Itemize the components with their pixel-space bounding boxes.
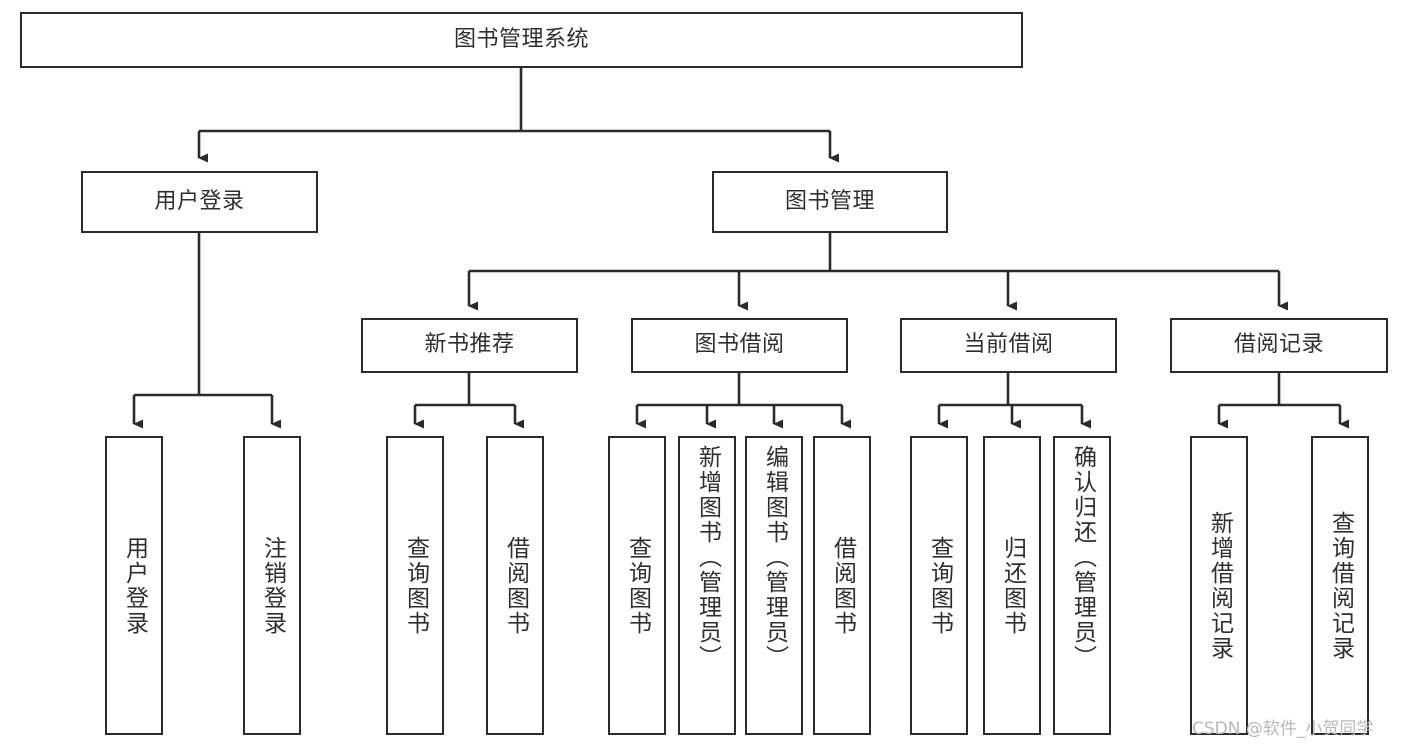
csdn-watermark: CSDN @软件_小贺同学 — [1192, 719, 1374, 739]
node-cur-return-book[interactable]: 归还图书 — [983, 436, 1041, 735]
node-borrow-query-book[interactable]: 查询图书 — [608, 436, 666, 735]
node-book-manage-label: 图书管理 — [784, 188, 875, 214]
node-borrow-query-book-label: 查询图书 — [624, 535, 651, 636]
node-rec-add-record-label: 新增借阅记录 — [1206, 510, 1233, 661]
node-user-logout[interactable]: 注销登录 — [243, 436, 301, 735]
node-cur-return-book-label: 归还图书 — [999, 535, 1026, 636]
node-rec-query-record-label: 查询借阅记录 — [1327, 510, 1354, 661]
node-current-borrow-label: 当前借阅 — [963, 332, 1054, 358]
node-user-logout-label: 注销登录 — [259, 535, 286, 636]
node-book-borrow[interactable]: 图书借阅 — [631, 318, 848, 373]
node-borrow-edit-book[interactable]: 编辑图书（管理员） — [745, 436, 803, 735]
node-current-borrow[interactable]: 当前借阅 — [900, 318, 1117, 373]
node-cur-query-book[interactable]: 查询图书 — [910, 436, 968, 735]
node-user-login[interactable]: 用户登录 — [81, 171, 318, 233]
node-rec-add-record[interactable]: 新增借阅记录 — [1190, 436, 1248, 735]
node-cur-confirm-return-label: 确认归还（管理员） — [1069, 445, 1096, 670]
node-root-label: 图书管理系统 — [453, 26, 589, 52]
node-borrow-lend-book-label: 借阅图书 — [829, 535, 856, 636]
node-borrow-lend-book[interactable]: 借阅图书 — [813, 436, 871, 735]
node-borrow-records[interactable]: 借阅记录 — [1170, 318, 1388, 373]
node-borrow-add-book[interactable]: 新增图书（管理员） — [678, 436, 736, 735]
node-rec-borrow-book[interactable]: 借阅图书 — [486, 436, 544, 735]
node-book-manage[interactable]: 图书管理 — [712, 171, 948, 233]
node-borrow-add-book-label: 新增图书（管理员） — [694, 445, 721, 670]
node-rec-query-book-label: 查询图书 — [402, 535, 429, 636]
node-borrow-records-label: 借阅记录 — [1233, 332, 1324, 358]
node-book-borrow-label: 图书借阅 — [694, 332, 785, 358]
node-rec-query-book[interactable]: 查询图书 — [386, 436, 444, 735]
node-new-book-recommend[interactable]: 新书推荐 — [361, 318, 578, 373]
node-rec-borrow-book-label: 借阅图书 — [502, 535, 529, 636]
node-user-login-do-label: 用户登录 — [121, 535, 148, 636]
node-rec-query-record[interactable]: 查询借阅记录 — [1311, 436, 1369, 735]
node-new-book-recommend-label: 新书推荐 — [424, 332, 515, 358]
node-cur-query-book-label: 查询图书 — [926, 535, 953, 636]
node-root[interactable]: 图书管理系统 — [20, 12, 1023, 68]
node-borrow-edit-book-label: 编辑图书（管理员） — [761, 445, 788, 670]
node-cur-confirm-return[interactable]: 确认归还（管理员） — [1053, 436, 1111, 735]
node-user-login-do[interactable]: 用户登录 — [105, 436, 163, 735]
node-user-login-label: 用户登录 — [154, 188, 245, 214]
